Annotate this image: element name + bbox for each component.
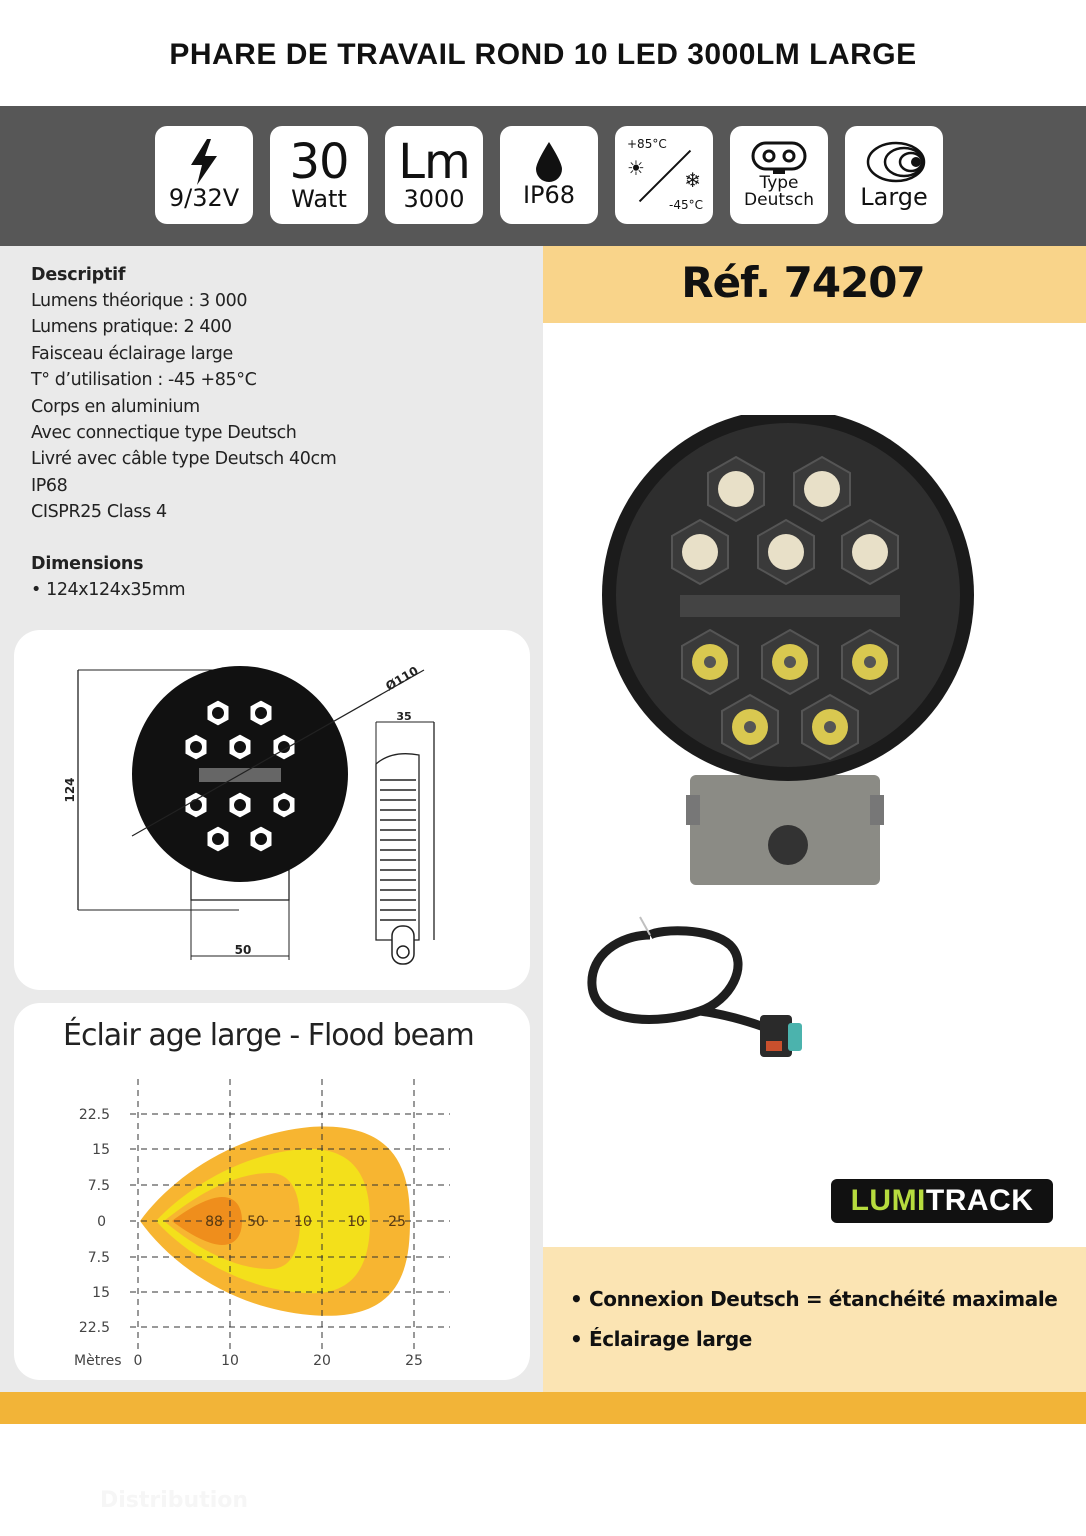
descriptif-item: Lumens pratique: 2 400 bbox=[31, 317, 232, 338]
spec-power: 30 Watt bbox=[270, 126, 368, 224]
connector-line1: Type bbox=[759, 173, 799, 193]
water-drop-icon bbox=[536, 142, 562, 182]
deutsch-connector-icon bbox=[751, 141, 807, 174]
product-photo bbox=[602, 415, 974, 885]
spec-icons-row: 9/32V 30 Watt Lm 3000 IP68 +85°C ☀ ❄ -45… bbox=[155, 126, 943, 224]
feature-band bbox=[543, 1247, 1086, 1392]
snowflake-icon: ❄ bbox=[684, 168, 701, 192]
feature-item: • Connexion Deutsch = étanchéité maximal… bbox=[570, 1287, 1058, 1311]
voltage-label: 9/32V bbox=[168, 184, 240, 212]
beam-label: Large bbox=[860, 183, 928, 211]
descriptif-item: T° d’utilisation : -45 +85°C bbox=[31, 370, 257, 391]
zone-label: 50 bbox=[247, 1214, 265, 1230]
brand-part2: TRACK bbox=[925, 1184, 1034, 1217]
beam-pattern-chart: 22.5 15 7.5 0 7.5 15 22.5 Mètres 0 10 20… bbox=[74, 1079, 450, 1369]
bracket-dimension-label: 50 bbox=[235, 943, 252, 957]
temp-high-label: +85°C bbox=[627, 137, 667, 151]
zone-label: 25 bbox=[388, 1214, 406, 1230]
descriptif-item: Faisceau éclairage large bbox=[31, 343, 233, 364]
ip-label: IP68 bbox=[522, 181, 576, 209]
spec-voltage: 9/32V bbox=[155, 126, 253, 224]
zone-label: 88 bbox=[205, 1214, 223, 1230]
descriptif-item: CISPR25 Class 4 bbox=[31, 502, 167, 523]
power-unit: Watt bbox=[291, 185, 347, 213]
led-cluster bbox=[671, 455, 900, 761]
x-tick-label: 0 bbox=[134, 1353, 143, 1369]
power-value: 30 bbox=[289, 134, 349, 190]
reference-band bbox=[543, 246, 1086, 323]
lumens-value: 3000 bbox=[403, 185, 465, 213]
bottom-band bbox=[0, 1392, 1086, 1424]
technical-drawing: 124 50 bbox=[63, 664, 435, 965]
zone-label: 10 bbox=[347, 1214, 365, 1230]
description-block: Descriptif Lumens théorique : 3 000 Lume… bbox=[31, 262, 337, 603]
y-tick-label: 15 bbox=[92, 1285, 110, 1301]
x-tick-label: 25 bbox=[405, 1353, 423, 1369]
y-tick-label: 7.5 bbox=[88, 1250, 110, 1266]
connector-line2: Deutsch bbox=[744, 190, 814, 210]
feature-list: • Connexion Deutsch = étanchéité maximal… bbox=[570, 1279, 1058, 1359]
spec-connector: Type Deutsch bbox=[730, 126, 828, 224]
lamp-side-view bbox=[375, 722, 435, 965]
brand-logo: LUMITRACK bbox=[831, 1179, 1053, 1223]
dimensions-title: Dimensions bbox=[31, 553, 144, 574]
technical-drawing-card: 124 50 bbox=[14, 630, 530, 990]
watermark: Distribution bbox=[100, 1488, 249, 1513]
lumens-unit: Lm bbox=[398, 134, 470, 190]
x-tick-label: 20 bbox=[313, 1353, 331, 1369]
descriptif-item: Lumens théorique : 3 000 bbox=[31, 291, 248, 311]
feature-item: • Éclairage large bbox=[570, 1327, 752, 1351]
y-tick-label: 7.5 bbox=[88, 1178, 110, 1194]
descriptif-title: Descriptif bbox=[31, 265, 126, 285]
brand-part1: LUMI bbox=[850, 1184, 926, 1217]
wide-beam-icon bbox=[866, 141, 926, 183]
spec-temperature: +85°C ☀ ❄ -45°C bbox=[615, 126, 713, 224]
spec-lumens: Lm 3000 bbox=[385, 126, 483, 224]
y-tick-label: 22.5 bbox=[79, 1107, 110, 1123]
height-dimension-label: 124 bbox=[63, 777, 77, 802]
x-tick-label: 10 bbox=[221, 1353, 239, 1369]
dimensions-value: • 124x124x35mm bbox=[31, 579, 186, 600]
reference-label: Réf. 74207 bbox=[681, 258, 926, 307]
spec-beam: Large bbox=[845, 126, 943, 224]
descriptif-item: Avec connectique type Deutsch bbox=[31, 423, 297, 444]
descriptif-item: Livré avec câble type Deutsch 40cm bbox=[31, 449, 337, 470]
zone-label: 10 bbox=[294, 1214, 312, 1230]
descriptif-item: Corps en aluminium bbox=[31, 396, 200, 417]
y-tick-label: 22.5 bbox=[79, 1320, 110, 1336]
depth-dimension-label: 35 bbox=[396, 710, 411, 723]
page-title: PHARE DE TRAVAIL ROND 10 LED 3000LM LARG… bbox=[169, 38, 917, 71]
descriptif-item: IP68 bbox=[31, 475, 68, 496]
temp-low-label: -45°C bbox=[669, 198, 703, 212]
y-tick-label: 15 bbox=[92, 1142, 110, 1158]
y-tick-label: 0 bbox=[97, 1214, 106, 1230]
lightning-icon bbox=[191, 139, 217, 185]
spec-ip: IP68 bbox=[500, 126, 598, 224]
x-axis-label: Mètres bbox=[74, 1353, 122, 1369]
sun-icon: ☀ bbox=[627, 156, 645, 180]
cable-photo bbox=[587, 916, 802, 1057]
beam-chart-title: Éclair age large - Flood beam bbox=[63, 1018, 475, 1053]
diameter-dimension-label: Ø110 bbox=[383, 664, 421, 694]
